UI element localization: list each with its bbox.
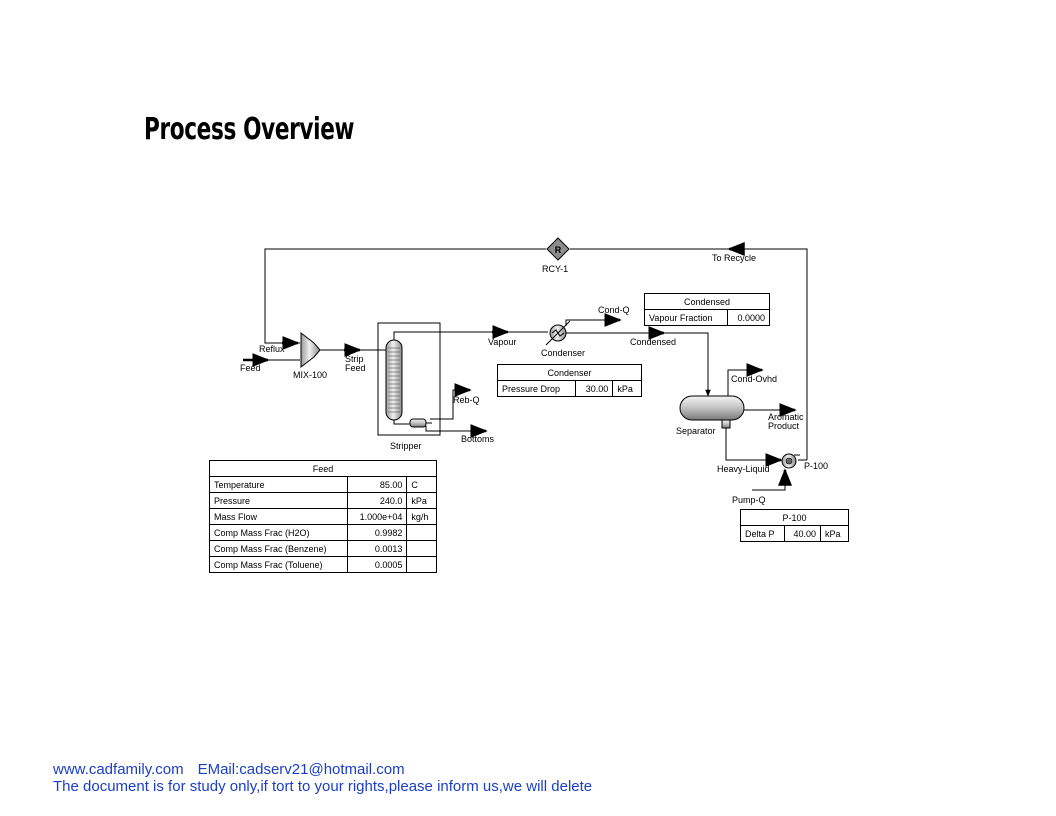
condensed-table: Condensed Vapour Fraction 0.0000 — [643, 293, 770, 326]
feed-row-value: 0.0013 — [347, 540, 408, 557]
cond-ovhd-label: Cond-Ovhd — [731, 374, 777, 384]
cond-q-stream[interactable] — [565, 313, 622, 327]
condenser-label: Condenser — [541, 348, 585, 358]
feed-row-unit — [406, 540, 437, 557]
feed-row-unit: kPa — [406, 492, 437, 509]
mixer-icon[interactable] — [300, 331, 321, 369]
reb-q-label: Reb-Q — [453, 395, 480, 405]
bottoms-label: Bottoms — [461, 434, 495, 444]
feed-table: Feed Temperature 85.00 C Pressure 240.0 … — [208, 460, 437, 573]
pump-q-label: Pump-Q — [732, 495, 766, 505]
p100-row-unit: kPa — [819, 525, 850, 542]
condenser-row-name: Pressure Drop — [496, 380, 577, 397]
feed-table-title: Feed — [209, 460, 437, 477]
p100-table: P-100 Delta P 40.00 kPa — [740, 509, 850, 542]
feed-row-value: 0.0005 — [347, 556, 408, 573]
footer: www.cadfamily.com EMail:cadserv21@hotmail… — [53, 761, 592, 795]
feed-row-name: Comp Mass Frac (Benzene) — [208, 540, 349, 557]
p100-row-name: Delta P — [740, 525, 785, 542]
condenser-table-title: Condenser — [497, 364, 642, 381]
reb-q-stream[interactable] — [430, 383, 472, 420]
strip-feed-label-2: Feed — [345, 363, 366, 373]
stripper-label: Stripper — [390, 441, 422, 451]
feed-row-value: 85.00 — [347, 476, 408, 493]
cond-q-label: Cond-Q — [598, 305, 630, 315]
recycle-stream[interactable] — [264, 242, 808, 460]
feed-label: Feed — [240, 363, 261, 373]
condenser-row-value: 30.00 — [575, 380, 614, 397]
footer-disclaimer: The document is for study only,if tort t… — [53, 778, 593, 795]
feed-row-value: 0.9982 — [347, 524, 408, 541]
separator-label: Separator — [676, 426, 716, 436]
recycle-block-icon[interactable]: R — [546, 237, 570, 261]
pump-icon[interactable] — [781, 453, 800, 469]
aromatic-product-label-2: Product — [768, 421, 800, 431]
feed-row-name: Mass Flow — [208, 508, 349, 525]
footer-website-link[interactable]: www.cadfamily.com — [53, 761, 184, 778]
feed-row-unit — [406, 556, 437, 573]
table-row: Comp Mass Frac (Toluene) 0.0005 — [208, 556, 437, 573]
bottoms-stream[interactable] — [425, 424, 488, 438]
condenser-row-unit: kPa — [612, 380, 642, 397]
rcy-label: RCY-1 — [542, 264, 568, 274]
table-row: Pressure 240.0 kPa — [208, 492, 437, 509]
feed-row-name: Pressure — [208, 492, 349, 509]
table-row: Mass Flow 1.000e+04 kg/h — [208, 508, 437, 525]
stripper-column-icon[interactable] — [377, 322, 441, 436]
heavy-liquid-label: Heavy-Liquid — [717, 464, 770, 474]
mixer-label: MIX-100 — [293, 370, 327, 380]
condensed-table-title: Condensed — [644, 293, 770, 310]
rcy-letter: R — [555, 245, 562, 255]
reflux-label: Reflux — [259, 344, 285, 354]
feed-row-name: Comp Mass Frac (Toluene) — [208, 556, 349, 573]
heavy-liquid-stream[interactable] — [725, 428, 807, 467]
condensed-row-name: Vapour Fraction — [643, 309, 729, 326]
condensed-row-value: 0.0000 — [727, 309, 770, 326]
table-row: Comp Mass Frac (H2O) 0.9982 — [208, 524, 437, 541]
condensed-stream[interactable] — [566, 326, 711, 397]
page-title: Process Overview — [144, 112, 355, 147]
table-row: Temperature 85.00 C — [208, 476, 437, 493]
feed-row-unit — [406, 524, 437, 541]
condenser-icon[interactable] — [545, 320, 571, 346]
separator-vessel-icon[interactable] — [679, 395, 745, 429]
p100-table-title: P-100 — [740, 509, 849, 526]
p100-row-value: 40.00 — [783, 525, 821, 542]
pump-q-stream[interactable] — [752, 468, 792, 491]
table-row: Comp Mass Frac (Benzene) 0.0013 — [208, 540, 437, 557]
feed-row-unit: kg/h — [406, 508, 437, 525]
condensed-label: Condensed — [630, 337, 676, 347]
pump-label: P-100 — [804, 461, 828, 471]
cond-ovhd-stream[interactable] — [727, 363, 764, 396]
aromatic-product-label-1: Aromatic — [768, 412, 804, 422]
feed-row-value: 1.000e+04 — [347, 508, 408, 525]
feed-row-unit: C — [406, 476, 437, 493]
condenser-table: Condenser Pressure Drop 30.00 kPa — [496, 364, 642, 397]
to-recycle-label: To Recycle — [712, 253, 756, 263]
feed-row-name: Temperature — [208, 476, 349, 493]
vapour-label: Vapour — [488, 337, 516, 347]
strip-feed-label-1: Strip — [345, 354, 364, 364]
feed-row-value: 240.0 — [347, 492, 408, 509]
footer-email-link[interactable]: EMail:cadserv21@hotmail.com — [197, 761, 405, 778]
feed-row-name: Comp Mass Frac (H2O) — [208, 524, 349, 541]
